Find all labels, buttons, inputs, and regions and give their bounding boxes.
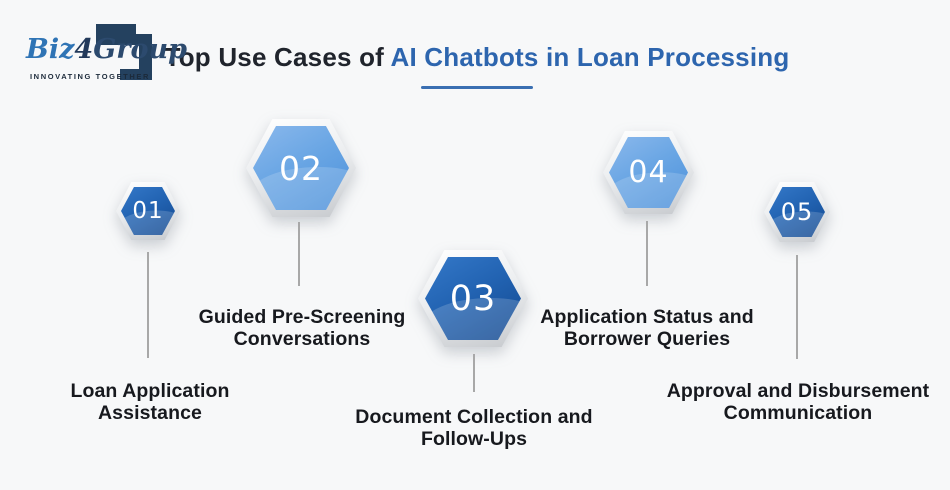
step-number: 02 <box>279 148 323 188</box>
step-label-05: Approval and Disbursement Communication <box>666 380 930 425</box>
step-label-02: Guided Pre-Screening Conversations <box>198 306 406 351</box>
hexagon-fill: 02 <box>253 126 349 210</box>
step-hexagon-01: 01 <box>116 182 180 240</box>
step-number: 03 <box>449 278 497 319</box>
hexagon-fill: 05 <box>769 187 825 237</box>
logo-word-biz: Biz <box>26 34 75 65</box>
hexagon-fill: 04 <box>609 137 688 208</box>
hexagon-fill: 03 <box>425 257 521 340</box>
logo-word-group: Group <box>93 34 188 65</box>
step-label-01: Loan Application Assistance <box>70 380 230 425</box>
connector-line-04 <box>646 221 648 286</box>
page-title-highlight: AI Chatbots in Loan Processing <box>390 42 790 72</box>
connector-line-01 <box>147 252 149 358</box>
connector-line-02 <box>298 222 300 286</box>
step-hexagon-04: 04 <box>603 131 694 214</box>
title-underline <box>421 86 533 89</box>
hexagon-border: 04 <box>603 131 694 214</box>
logo-word-4: 4 <box>74 34 94 65</box>
logo-wordmark: Biz4Group <box>26 36 187 63</box>
hexagon-border: 01 <box>116 182 180 240</box>
step-number: 01 <box>132 198 164 224</box>
logo-bracket-icon <box>96 24 152 80</box>
step-label-03: Document Collection and Follow-Ups <box>355 406 593 451</box>
hexagon-border: 03 <box>418 250 528 347</box>
connector-line-03 <box>473 354 475 392</box>
step-label-04: Application Status and Borrower Queries <box>540 306 754 351</box>
logo-tagline: INNOVATING TOGETHER <box>30 72 150 81</box>
hexagon-border: 02 <box>246 119 356 217</box>
step-number: 05 <box>780 198 814 226</box>
step-number: 04 <box>628 155 669 190</box>
connector-line-05 <box>796 255 798 359</box>
step-hexagon-03: 03 <box>418 250 528 347</box>
hexagon-border: 05 <box>764 182 830 242</box>
biz4group-logo: Biz4Group INNOVATING TOGETHER <box>24 14 187 88</box>
page-title-prefix: Top Use Cases of <box>164 42 391 72</box>
hexagon-fill: 01 <box>121 187 175 235</box>
step-hexagon-02: 02 <box>246 119 356 217</box>
page-title: Top Use Cases of AI Chatbots in Loan Pro… <box>165 42 790 73</box>
step-hexagon-05: 05 <box>764 182 830 242</box>
